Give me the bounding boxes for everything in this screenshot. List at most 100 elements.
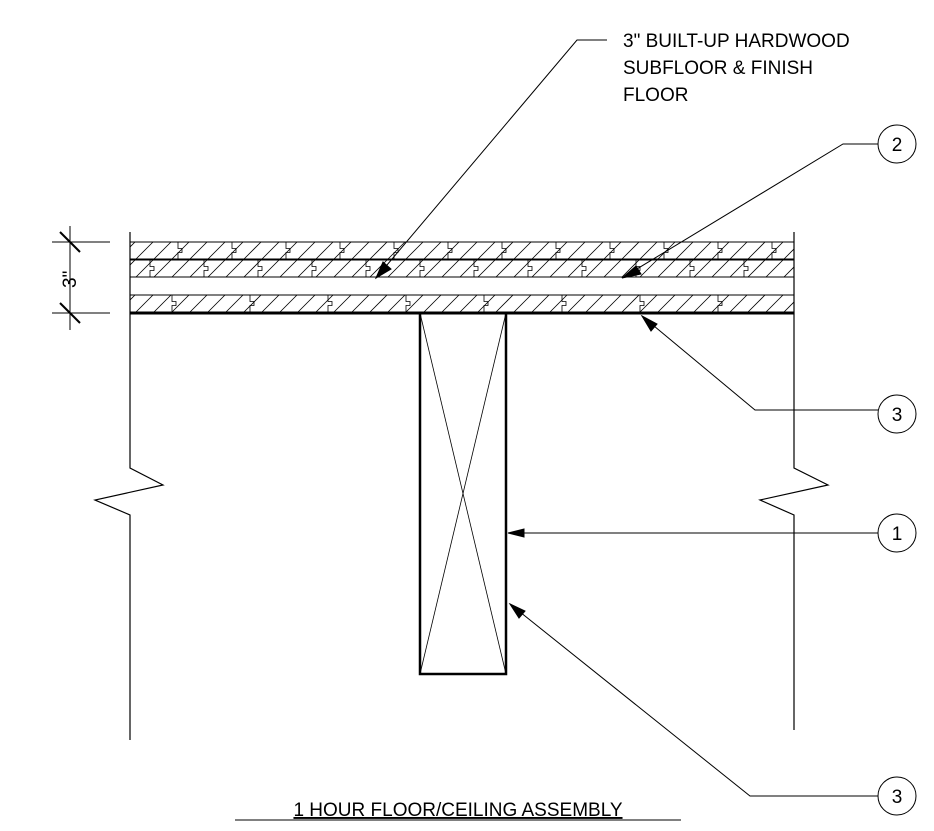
hatch-line [621,242,640,259]
board-joint [609,242,615,259]
callout-3-top-leader [640,314,878,411]
hatch-line [747,260,766,277]
board-joint [339,242,345,259]
hatch-line [765,242,784,259]
board-joint [639,295,645,312]
subfloor-layer [100,294,795,315]
hatch-line [333,260,352,277]
hatch-line [711,295,730,312]
board-joint [327,295,333,312]
hatch-line [207,242,226,259]
hatch-line [603,260,622,277]
hatch-line [207,295,226,312]
hatch-line [693,260,712,277]
hatch-line [621,295,640,312]
left-break-line [93,232,165,740]
hatch-line [783,266,794,277]
hatch-line [387,260,406,277]
board-joint [473,260,479,277]
hatch-line [171,242,190,259]
finish-floor-layer [129,241,819,260]
hatch-line [279,260,298,277]
board-joint [365,260,371,277]
hatch-line [405,295,424,312]
hatch-line [135,260,154,277]
board-joint [393,242,399,259]
callout-3-top: 3 [877,394,917,434]
board-joint [689,260,695,277]
air-gap-layer [130,276,794,296]
hatch-line [333,295,352,312]
hatch-line [531,295,550,312]
hatch-line [130,260,136,266]
hatch-line [153,295,172,312]
hatch-line [495,295,514,312]
hatch-line [549,295,568,312]
hatch-line [603,242,622,259]
hatch-line [639,260,658,277]
hatch-line [441,295,460,312]
hatch-line [225,242,244,259]
hatch-line [315,295,334,312]
hatch-line [333,242,352,259]
hatch-line [747,242,766,259]
hatch-line [513,295,532,312]
hatch-line [585,260,604,277]
hatch-line [225,295,244,312]
hatch-line [603,295,622,312]
drawing-title: 1 HOUR FLOOR/CEILING ASSEMBLY [293,800,622,821]
hatch-line [657,260,676,277]
board-joint [231,242,237,259]
board-joint [285,242,291,259]
hatch-line [297,260,316,277]
hatch-line [459,242,478,259]
hatch-line [369,295,388,312]
callout-1-number: 1 [892,524,903,545]
hatch-line [549,260,568,277]
hatch-line [171,260,190,277]
hatch-line [261,295,280,312]
board-joint [555,242,561,259]
hatch-line [675,295,694,312]
hatch-line [783,301,794,312]
callout-1-leader [507,528,878,538]
hatch-line [225,260,244,277]
hatch-line [477,295,496,312]
board-joint [419,260,425,277]
board-joint [177,242,183,259]
board-joint [405,295,411,312]
note-leader [374,39,607,280]
hatch-line [315,260,334,277]
hatch-line [711,260,730,277]
hatch-line [189,260,208,277]
callout-3-top-number: 3 [892,405,903,426]
hatch-line [207,260,226,277]
hatch-line [765,295,784,312]
hatch-line [297,242,316,259]
board-joint [483,295,489,312]
note-line-1: 3" BUILT-UP HARDWOOD [623,31,850,52]
hatch-line [351,242,370,259]
board-joint [771,242,777,259]
hatch-line [130,242,136,248]
hatch-line [423,295,442,312]
callout-2: 2 [877,124,917,164]
hatch-line [441,242,460,259]
hatch-line [100,295,117,312]
hatch-line [153,260,172,277]
hatch-line [729,295,748,312]
callout-2-leader [621,143,878,279]
hatch-line [802,242,819,259]
hatch-line [747,295,766,312]
hatch-line [459,260,478,277]
callout-2-number: 2 [892,135,903,156]
hatch-line [351,295,370,312]
hatch-line [315,242,334,259]
hatch-line [100,260,117,277]
hatch-line [405,242,424,259]
hatch-line [477,260,496,277]
hatch-line [567,295,586,312]
note-line-2: SUBFLOOR & FINISH [623,58,813,79]
hatch-line [279,295,298,312]
